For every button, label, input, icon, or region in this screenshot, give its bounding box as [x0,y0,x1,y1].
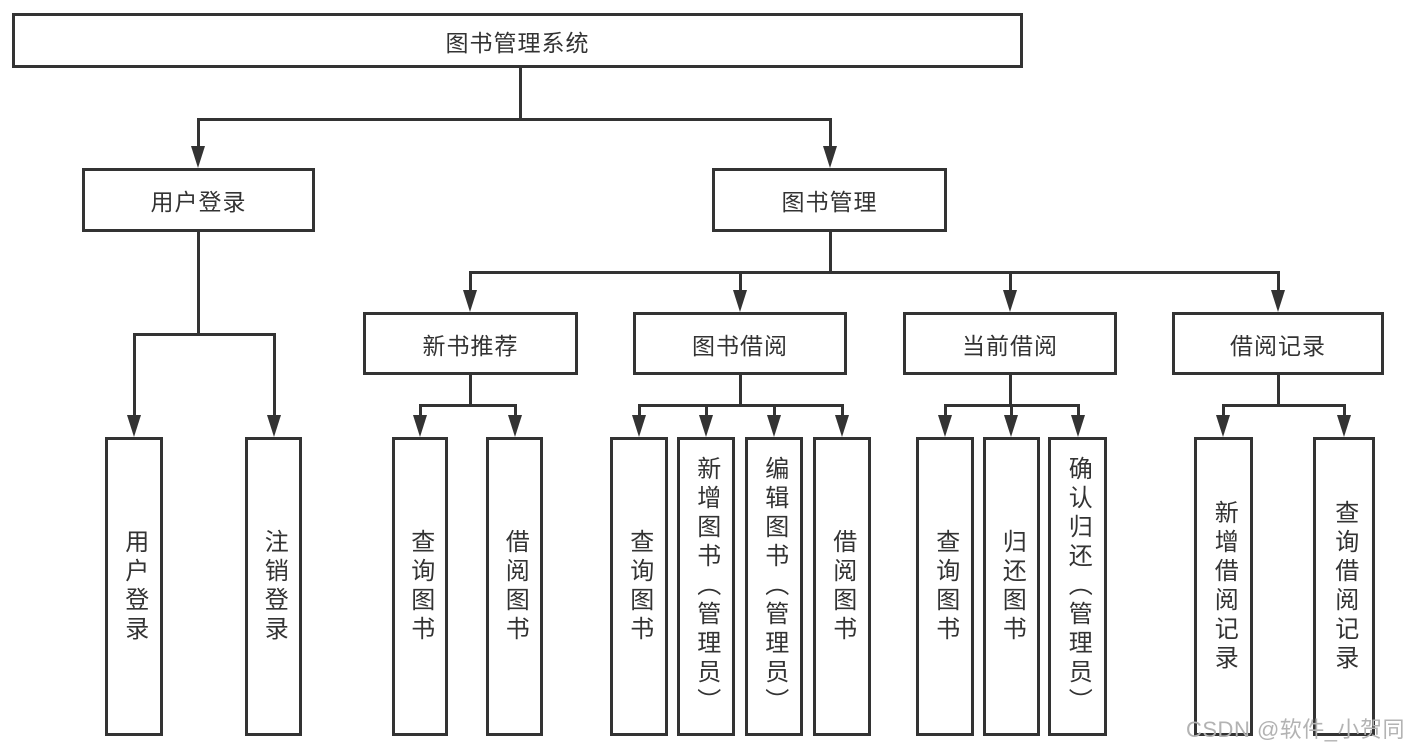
leaf-add-book-admin-label: 新增图书（管理员） [692,456,720,717]
connector-line [637,404,641,417]
connector-line [468,271,1280,274]
connector-line [1342,404,1346,417]
leaf-borrow-books-recommend: 借阅图书 [486,437,543,736]
leaf-query-books-borrowing: 查询图书 [610,437,668,736]
node-book-borrowing-label: 图书借阅 [692,332,788,359]
arrow-down-icon [267,415,281,437]
arrow-down-icon [1071,415,1085,437]
connector-line [513,404,517,417]
arrow-down-icon [1003,290,1017,312]
connector-line [704,404,708,417]
leaf-return-books: 归还图书 [983,437,1040,736]
node-library-system-label: 图书管理系统 [445,29,590,56]
connector-line [637,404,844,407]
connector-line [738,271,742,293]
leaf-borrow-books-borrowing: 借阅图书 [813,437,871,736]
connector-line [468,375,472,407]
connector-line [468,271,472,293]
connector-line [132,333,276,336]
node-borrowing-records: 借阅记录 [1172,312,1384,375]
leaf-add-book-admin: 新增图书（管理员） [677,437,735,736]
connector-line [1009,404,1013,417]
leaf-user-login-label: 用户登录 [120,528,148,645]
connector-line [418,404,422,417]
arrow-down-icon [699,415,713,437]
node-borrowing-records-label: 借阅记录 [1230,332,1326,359]
arrow-down-icon [413,415,427,437]
arrow-down-icon [632,415,646,437]
leaf-query-books-borrowing-label: 查询图书 [625,528,653,645]
connector-line [772,404,776,417]
connector-line [196,118,200,148]
arrow-down-icon [835,415,849,437]
arrow-down-icon [127,415,141,437]
connector-line [828,118,832,148]
leaf-query-borrow-record: 查询借阅记录 [1313,437,1375,736]
node-book-borrowing: 图书借阅 [633,312,847,375]
leaf-borrow-books-borrowing-label: 借阅图书 [828,528,856,645]
arrow-down-icon [767,415,781,437]
arrow-down-icon [191,146,205,168]
arrow-down-icon [1337,415,1351,437]
connector-line [418,404,517,407]
leaf-logout-label: 注销登录 [260,528,288,645]
arrow-down-icon [1271,290,1285,312]
node-new-book-recommend: 新书推荐 [363,312,578,375]
leaf-query-borrow-record-label: 查询借阅记录 [1330,499,1358,674]
connector-line [1276,271,1280,293]
connector-line [828,232,832,274]
leaf-query-books-recommend: 查询图书 [392,437,448,736]
connector-line [272,333,276,417]
connector-line [196,118,832,121]
arrow-down-icon [938,415,952,437]
connector-line [738,375,742,407]
connector-line [132,333,136,417]
arrow-down-icon [823,146,837,168]
node-new-book-recommend-label: 新书推荐 [422,332,519,359]
leaf-add-borrow-record-label: 新增借阅记录 [1210,499,1238,674]
leaf-borrow-books-recommend-label: 借阅图书 [501,528,529,645]
connector-line [1222,404,1225,417]
leaf-query-books-recommend-label: 查询图书 [406,528,434,645]
arrow-down-icon [1216,415,1230,437]
node-book-management-label: 图书管理 [781,189,878,215]
watermark: CSDN @软件_小贺同学 [1186,717,1405,742]
arrow-down-icon [1004,415,1018,437]
leaf-confirm-return-admin: 确认归还（管理员） [1048,437,1107,736]
leaf-edit-book-admin: 编辑图书（管理员） [745,437,803,736]
connector-line [1222,404,1345,407]
arrow-down-icon [508,415,522,437]
leaf-user-login: 用户登录 [105,437,163,736]
arrow-down-icon [463,290,477,312]
leaf-return-books-label: 归还图书 [998,528,1026,645]
node-current-borrowing: 当前借阅 [903,312,1117,375]
leaf-query-books-current-label: 查询图书 [931,528,959,645]
leaf-query-books-current: 查询图书 [916,437,974,736]
connector-line [1076,404,1080,417]
node-user-login-label: 用户登录 [150,189,247,215]
leaf-confirm-return-admin-label: 确认归还（管理员） [1064,456,1092,717]
connector-line [840,404,844,417]
leaf-edit-book-admin-label: 编辑图书（管理员） [760,456,788,717]
node-book-management: 图书管理 [712,168,947,232]
connector-line [1276,375,1280,407]
arrow-down-icon [733,290,747,312]
node-current-borrowing-label: 当前借阅 [962,332,1058,359]
leaf-add-borrow-record: 新增借阅记录 [1194,437,1253,736]
connector-line [1008,271,1012,293]
connector-line [1008,375,1012,407]
leaf-logout: 注销登录 [245,437,302,736]
connector-line [196,232,200,336]
node-user-login: 用户登录 [82,168,315,232]
connector-line [518,68,522,121]
connector-line [943,404,947,417]
node-library-system: 图书管理系统 [12,13,1023,68]
